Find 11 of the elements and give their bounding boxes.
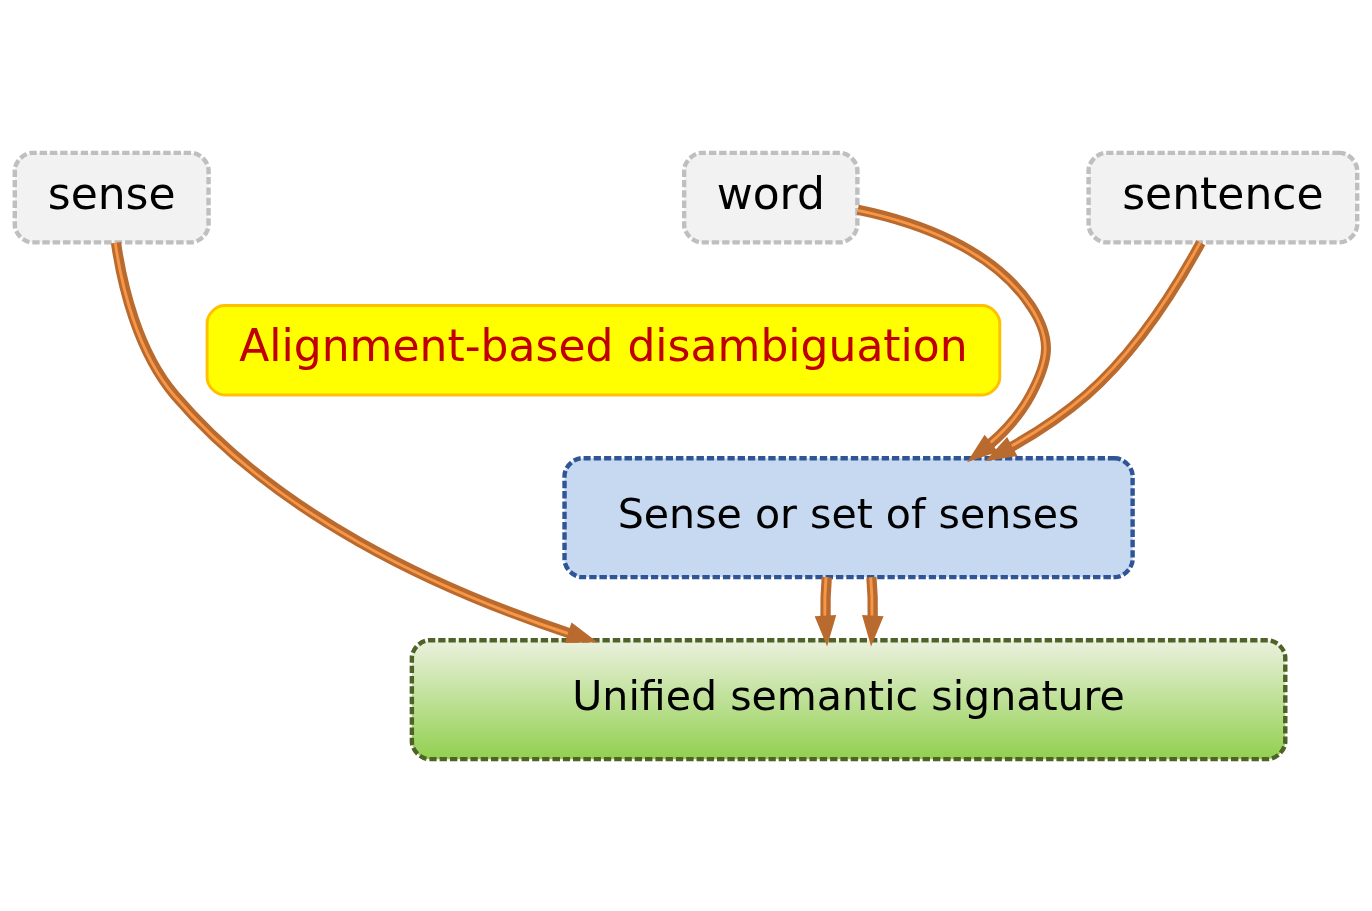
arrow bbox=[985, 239, 1206, 461]
arrow bbox=[110, 241, 598, 643]
node-box: Unified semantic signature bbox=[409, 637, 1288, 761]
node-box: Sense or set of senses bbox=[562, 455, 1135, 579]
arrow bbox=[862, 576, 884, 646]
node-box: sentence bbox=[1086, 150, 1360, 245]
node-box: word bbox=[681, 150, 860, 245]
arrow bbox=[814, 576, 837, 646]
node-box: Alignment-based disambiguation bbox=[205, 303, 1002, 397]
arrow bbox=[856, 204, 1051, 462]
node-box: sense bbox=[12, 150, 211, 245]
